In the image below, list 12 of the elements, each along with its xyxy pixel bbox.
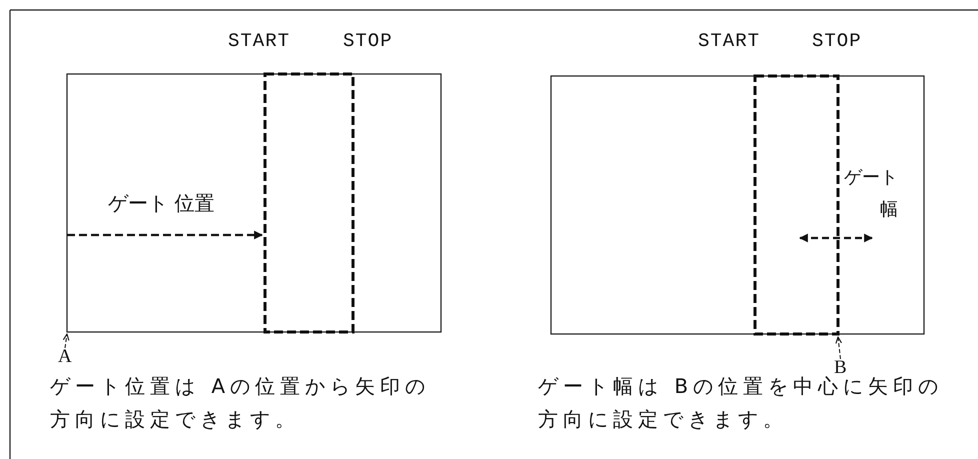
stop-label: STOP: [343, 30, 393, 52]
point-label: A: [58, 346, 72, 368]
gate-region: [264, 72, 354, 334]
start-label: START: [698, 30, 760, 52]
leader-line: [62, 333, 70, 348]
leader-line: [835, 336, 842, 360]
stop-label: STOP: [812, 30, 862, 52]
caption-text: ゲート位置は Aの位置から矢印の方向に設定できます。: [50, 373, 432, 433]
gate-width-label: ゲート幅: [843, 166, 898, 222]
start-label: START: [228, 30, 290, 52]
gate-position-label: ゲート 位置: [108, 190, 214, 217]
gate-region: [754, 74, 840, 336]
